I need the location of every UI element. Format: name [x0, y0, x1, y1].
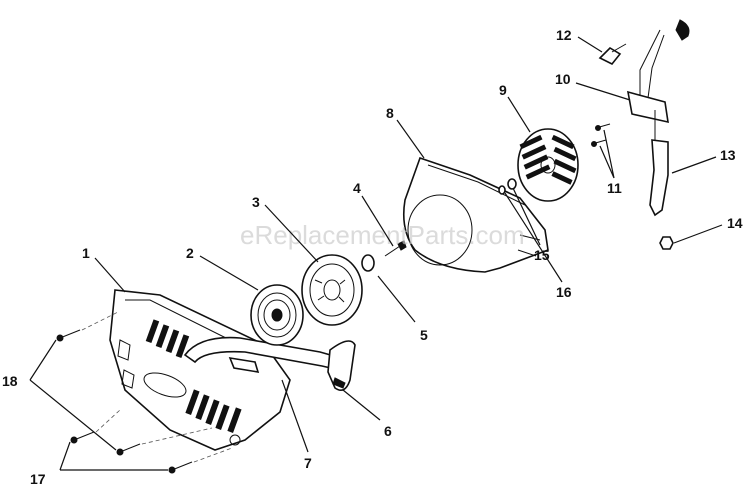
part-ignition-module	[626, 29, 669, 124]
assembly-guide-lines	[81, 311, 233, 463]
part-pulley-screw	[384, 240, 407, 257]
part-flywheel-nut	[498, 185, 506, 195]
callout-2: 2	[186, 245, 194, 261]
part-fan-housing	[402, 156, 549, 273]
part-flywheel-washer	[507, 178, 517, 190]
callout-8: 8	[386, 105, 394, 121]
part-spark-plug-boot	[675, 19, 690, 41]
callout-12: 12	[556, 27, 572, 43]
callout-3: 3	[252, 194, 260, 210]
callout-17: 17	[30, 471, 46, 487]
callout-10: 10	[555, 71, 571, 87]
callout-7: 7	[304, 455, 312, 471]
callout-1: 1	[82, 245, 90, 261]
callout-16: 16	[556, 284, 572, 300]
part-hex-nut	[659, 236, 674, 250]
callout-11: 11	[607, 180, 622, 196]
part-starter-grip	[327, 340, 356, 391]
callout-13: 13	[720, 147, 736, 163]
part-rope-pulley	[301, 254, 363, 326]
callout-labels: 1 2 3 4 5 6 7 8 9 10 11 12 13 14 15 16 1…	[2, 27, 743, 487]
part-flywheel	[517, 128, 579, 202]
leader-lines	[29, 36, 723, 471]
watermark: eReplacementParts.com	[240, 220, 525, 250]
callout-15: 15	[534, 247, 550, 263]
part-recoil-spring	[250, 284, 304, 346]
part-module-screws	[591, 123, 611, 147]
callout-9: 9	[499, 82, 507, 98]
callout-14: 14	[727, 215, 743, 231]
callout-4: 4	[353, 180, 361, 196]
callout-6: 6	[384, 423, 392, 439]
callout-5: 5	[420, 327, 428, 343]
part-starter-housing	[109, 289, 291, 451]
part-ignition-lead	[649, 110, 669, 217]
part-washer	[361, 254, 375, 272]
part-spark-plug	[598, 43, 627, 66]
part-housing-screws	[56, 329, 193, 474]
callout-18: 18	[2, 373, 18, 389]
